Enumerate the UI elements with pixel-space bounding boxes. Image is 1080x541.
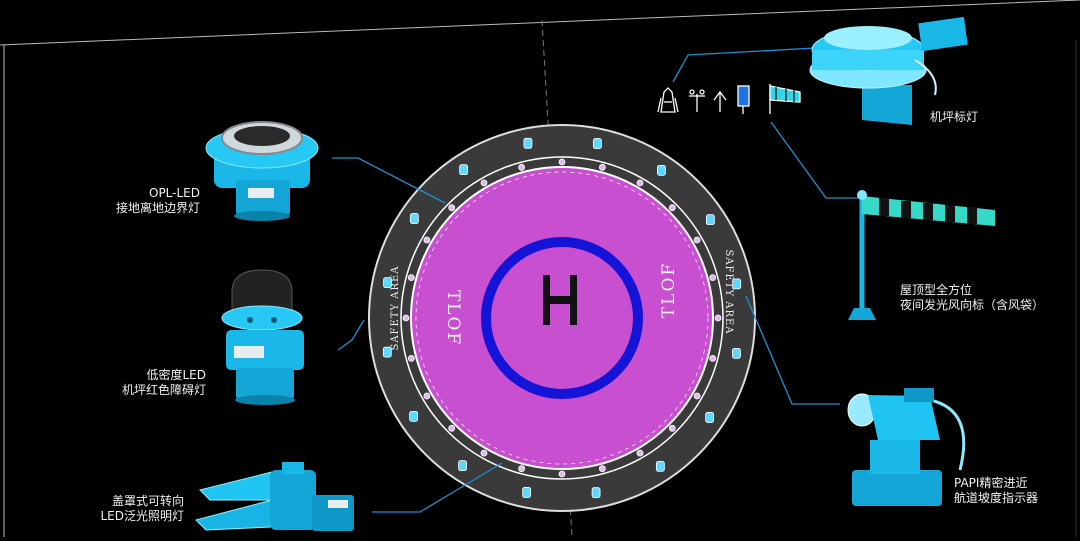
- perimeter-light: [519, 164, 525, 170]
- safety-area-light: [524, 138, 532, 148]
- label-windsock: 屋顶型全方位 夜间发光风向标（含风袋）: [900, 283, 1044, 313]
- safety-area-light: [410, 411, 418, 421]
- beacon-symbol-row: [658, 84, 800, 114]
- safety-area-light: [383, 347, 391, 357]
- safety-area-light: [706, 412, 714, 422]
- safety-area-light: [593, 139, 601, 149]
- perimeter-light: [424, 237, 430, 243]
- perimeter-light: [559, 159, 565, 165]
- label-opl-led-line2: 接地离地边界灯: [72, 201, 200, 216]
- safety-area-light: [706, 215, 714, 225]
- safety-area-light: [733, 279, 741, 289]
- beacon-device: [810, 17, 968, 125]
- low-intensity-light-device: [222, 270, 304, 405]
- label-floodlight: 盖罩式可转向 LED泛光照明灯: [60, 494, 184, 524]
- perimeter-light: [637, 450, 643, 456]
- safety-area-light: [384, 278, 392, 288]
- wind-indicator-icon: [689, 90, 705, 112]
- perimeter-light: [710, 355, 716, 361]
- perimeter-light: [403, 315, 409, 321]
- arrow-up-icon: [714, 92, 726, 112]
- label-opl-led: OPL-LED 接地离地边界灯: [72, 186, 200, 216]
- safety-area-light: [410, 214, 418, 224]
- perimeter-light: [481, 450, 487, 456]
- label-floodlight-line1: 盖罩式可转向: [60, 494, 184, 509]
- leader-low-intensity: [338, 320, 364, 350]
- perimeter-light: [449, 205, 455, 211]
- perimeter-light: [710, 275, 716, 281]
- label-beacon-line1: 机坪标灯: [930, 110, 978, 125]
- safety-area-light: [523, 487, 531, 497]
- floodlight-device: [196, 462, 354, 531]
- leader-papi: [746, 296, 840, 404]
- perimeter-light: [408, 275, 414, 281]
- safety-area-light: [460, 165, 468, 175]
- label-low-intensity-line2: 机坪红色障碍灯: [72, 383, 206, 398]
- label-beacon: 机坪标灯: [930, 110, 978, 125]
- safety-area-light: [459, 461, 467, 471]
- label-papi: PAPI精密进近 航道坡度指示器: [954, 476, 1038, 506]
- tlof-label-left: TLOF: [443, 290, 463, 346]
- label-windsock-line2: 夜间发光风向标（含风袋）: [900, 298, 1044, 313]
- perimeter-light: [637, 180, 643, 186]
- opl-led-device: [206, 122, 318, 221]
- perimeter-light: [669, 205, 675, 211]
- perimeter-light: [449, 425, 455, 431]
- safety-area-light: [656, 461, 664, 471]
- leader-beacon: [673, 48, 815, 82]
- perimeter-light: [715, 315, 721, 321]
- perimeter-light: [694, 237, 700, 243]
- label-papi-line1: PAPI精密进近: [954, 476, 1038, 491]
- safety-area-light: [732, 348, 740, 358]
- heliport-pad: TLOF TLOF SAFETY AREA SAFETY AREA: [369, 125, 755, 511]
- safety-area-light: [592, 488, 600, 498]
- label-papi-line2: 航道坡度指示器: [954, 491, 1038, 506]
- tlof-label-right: TLOF: [659, 262, 679, 318]
- perimeter-light: [408, 355, 414, 361]
- label-windsock-line1: 屋顶型全方位: [900, 283, 1044, 298]
- leader-windsock: [771, 122, 858, 198]
- windsock-small-icon: [770, 84, 800, 114]
- label-low-intensity: 低密度LED 机坪红色障碍灯: [72, 368, 206, 398]
- frame-top-edge: [0, 0, 1080, 45]
- papi-device: [848, 388, 964, 506]
- label-opl-led-line1: OPL-LED: [72, 186, 200, 201]
- perimeter-light: [559, 471, 565, 477]
- lighthouse-icon: [658, 88, 678, 112]
- perimeter-light: [599, 466, 605, 472]
- perimeter-light: [599, 164, 605, 170]
- safety-area-light: [657, 165, 665, 175]
- perimeter-light: [481, 180, 487, 186]
- perimeter-light: [519, 466, 525, 472]
- perimeter-light: [424, 393, 430, 399]
- perimeter-light: [669, 425, 675, 431]
- safety-area-label-left: SAFETY AREA: [390, 265, 401, 350]
- label-floodlight-line2: LED泛光照明灯: [60, 509, 184, 524]
- label-low-intensity-line1: 低密度LED: [72, 368, 206, 383]
- signal-panel-icon: [738, 86, 749, 114]
- perimeter-light: [694, 393, 700, 399]
- safety-area-label-right: SAFETY AREA: [723, 249, 734, 334]
